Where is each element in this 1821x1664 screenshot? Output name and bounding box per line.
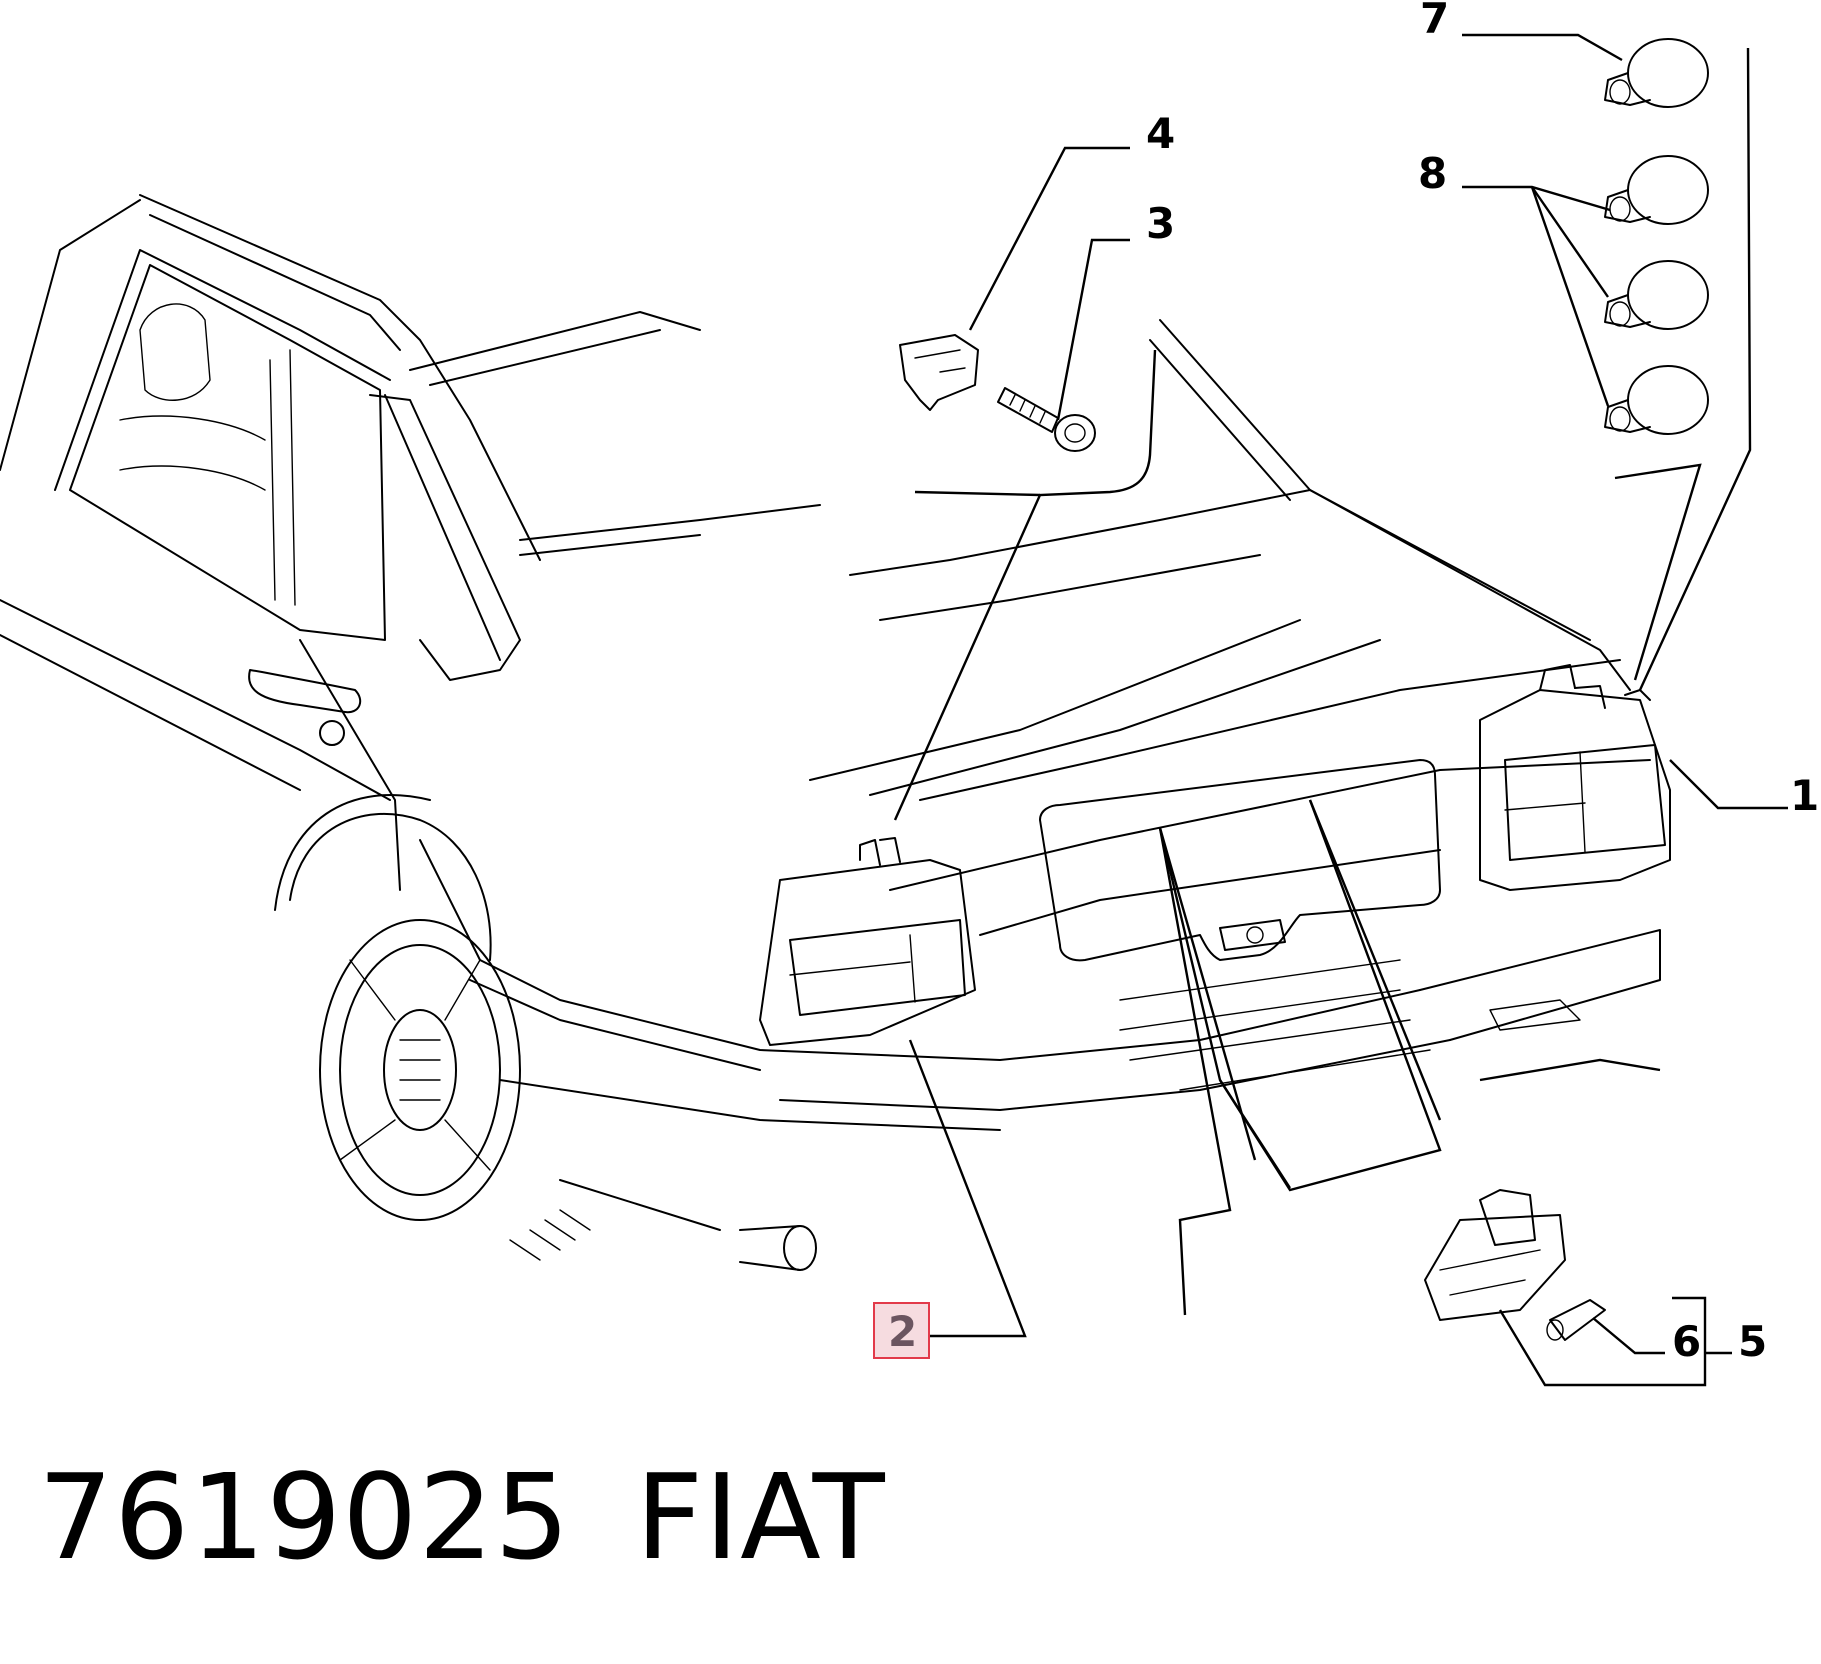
callout-1: 1 (1790, 771, 1819, 820)
callout-2: 2 (888, 1307, 917, 1356)
leader-8c (1530, 186, 1610, 407)
callout-4: 4 (1146, 109, 1175, 158)
callout-7: 7 (1420, 0, 1449, 43)
leader-1 (1669, 759, 1788, 810)
bulb-8b (1604, 260, 1709, 330)
callout-5: 5 (1738, 1317, 1767, 1366)
leader-lines (893, 33, 1788, 1387)
leader-6 (1592, 1317, 1665, 1355)
bulb-7 (1604, 38, 1709, 108)
bulb-8a (1604, 155, 1709, 225)
leader-5-bracket (1498, 1296, 1707, 1387)
leader-7 (1462, 33, 1623, 62)
leader-8b (1531, 186, 1609, 298)
callout-2-highlight-box (873, 1302, 930, 1359)
callout-8: 8 (1418, 149, 1447, 198)
leader-right-vertical (1638, 47, 1752, 691)
brand-name: FIAT (635, 1448, 886, 1586)
part-caption: 7619025 FIAT (38, 1448, 951, 1586)
bulb-8c (1604, 365, 1709, 435)
callout-6: 6 (1672, 1317, 1701, 1366)
part-number: 7619025 (38, 1448, 571, 1586)
leader-2 (908, 1039, 1027, 1338)
leader-4 (968, 146, 1130, 331)
leader-3 (1056, 238, 1130, 421)
callout-3: 3 (1146, 199, 1175, 248)
callout-labels: 7 8 4 3 1 6 5 2 (873, 0, 1819, 1366)
leader-group-left (893, 349, 1157, 821)
parts-illustrations (899, 38, 1709, 1341)
car-body-illustration (0, 194, 1671, 1271)
leader-right-bracket (1614, 463, 1702, 681)
